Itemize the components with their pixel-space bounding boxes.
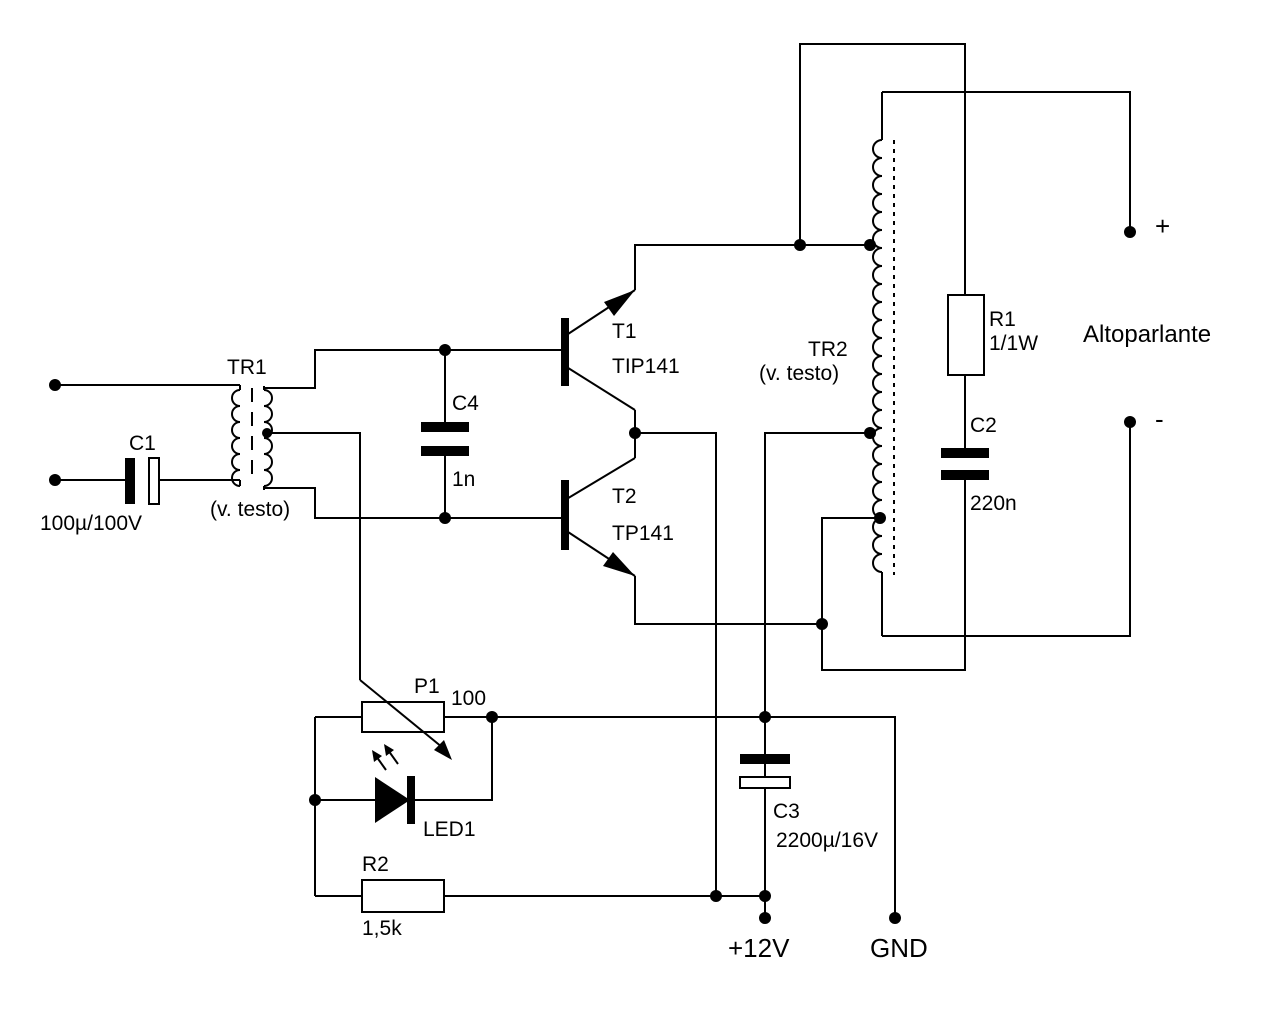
transformer-tr1 xyxy=(231,384,273,490)
capacitor-c4 xyxy=(421,344,469,524)
input-terminal-top xyxy=(49,379,235,391)
speaker-terminals xyxy=(1124,226,1136,428)
label-c2-value: 220n xyxy=(970,492,1017,515)
label-r1: R1 xyxy=(989,308,1016,331)
label-t1: T1 xyxy=(612,320,637,343)
capacitor-c1 xyxy=(125,457,235,505)
transformer-tr2 xyxy=(864,92,895,636)
label-p1-value: 100 xyxy=(451,687,486,710)
left-bus xyxy=(309,717,321,896)
label-c1-value: 100µ/100V xyxy=(40,512,142,535)
resistor-r2 xyxy=(315,879,765,913)
label-c1: C1 xyxy=(129,432,156,455)
resistor-r1 xyxy=(947,294,985,448)
label-tr1-note: (v. testo) xyxy=(210,498,290,521)
midpoint-node xyxy=(629,427,717,896)
label-p1: P1 xyxy=(414,675,440,698)
label-r2: R2 xyxy=(362,853,389,876)
label-c3-value: 2200µ/16V xyxy=(776,829,878,852)
input-terminal-bottom xyxy=(49,474,125,486)
transistor-t2 xyxy=(561,433,822,625)
label-speaker-minus: - xyxy=(1155,404,1164,434)
tr1-secondary-wires xyxy=(262,349,445,680)
label-speaker: Altoparlante xyxy=(1083,321,1211,348)
transistor-t1 xyxy=(561,244,870,433)
label-c2: C2 xyxy=(970,414,997,437)
label-c4: C4 xyxy=(452,392,479,415)
label-t2-type: TP141 xyxy=(612,522,674,545)
label-r1-value: 1/1W xyxy=(989,332,1038,355)
label-tr2: TR2 xyxy=(808,338,848,361)
label-gnd: GND xyxy=(870,933,928,963)
label-tr2-note: (v. testo) xyxy=(759,362,839,385)
label-t2: T2 xyxy=(612,485,637,508)
label-led1: LED1 xyxy=(423,818,476,841)
label-r2-value: 1,5k xyxy=(362,917,402,940)
label-c4-value: 1n xyxy=(452,468,475,491)
potentiometer-p1 xyxy=(315,679,498,760)
capacitor-c3 xyxy=(739,717,791,924)
led-led1 xyxy=(315,717,493,824)
label-vcc: +12V xyxy=(728,933,790,963)
label-speaker-plus: + xyxy=(1155,211,1170,241)
label-t1-type: TIP141 xyxy=(612,355,680,378)
label-c3: C3 xyxy=(773,800,800,823)
capacitor-c2 xyxy=(941,448,989,480)
label-tr1: TR1 xyxy=(227,356,267,379)
gnd-rail xyxy=(492,711,901,924)
